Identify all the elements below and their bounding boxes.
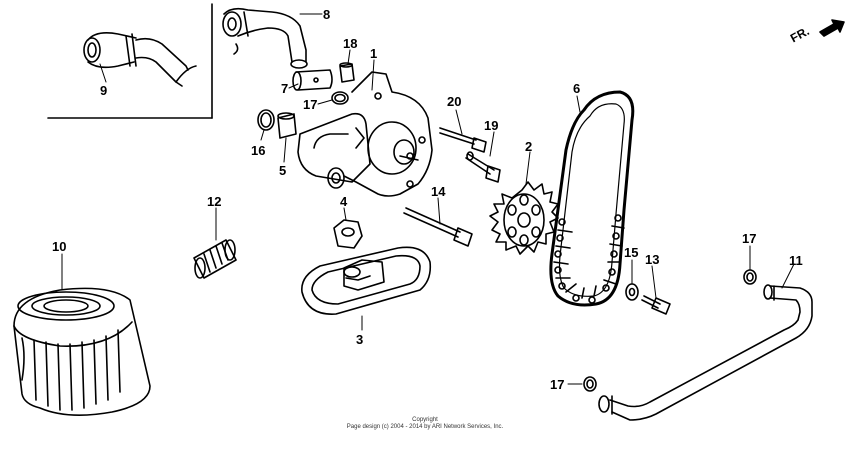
part-7-pipe[interactable]: [292, 69, 333, 91]
part-5-dowel[interactable]: [277, 112, 297, 139]
part-18-o-ring[interactable]: [331, 91, 349, 105]
callout-8[interactable]: 8: [323, 7, 331, 22]
callout-17-upper[interactable]: 17: [742, 231, 757, 246]
callout-15[interactable]: 15: [624, 245, 639, 260]
part-17-o-ring-lower[interactable]: [583, 376, 597, 392]
inset-frame: [47, 3, 213, 119]
front-arrow-icon: [819, 19, 845, 37]
callout-14[interactable]: 14: [431, 184, 446, 199]
part-14-bolt[interactable]: [403, 207, 473, 247]
callout-17-lower[interactable]: 17: [550, 377, 565, 392]
part-2-sprocket[interactable]: [489, 181, 559, 255]
part-6-chain[interactable]: [549, 90, 635, 307]
callout-6[interactable]: 6: [573, 81, 581, 96]
callout-5[interactable]: 5: [279, 163, 287, 178]
callout-11[interactable]: 11: [789, 253, 803, 268]
part-11-oil-pipe[interactable]: [598, 284, 813, 421]
callout-2[interactable]: 2: [525, 139, 533, 154]
part-9-elbow-pipe[interactable]: [83, 32, 197, 87]
part-13-bolt[interactable]: [641, 295, 671, 315]
part-19-dowel[interactable]: [339, 62, 355, 83]
callout-21[interactable]: 20: [447, 94, 462, 109]
callout-7[interactable]: 7: [281, 81, 289, 96]
part-16-o-ring[interactable]: [257, 109, 275, 131]
copyright-line-2: Page design (c) 2004 - 2014 by ARI Netwo…: [346, 424, 504, 430]
callout-4[interactable]: 4: [340, 194, 348, 209]
copyright-line-1: Copyright: [412, 417, 438, 423]
part-15-washer[interactable]: [625, 283, 639, 301]
callout-19[interactable]: 18: [343, 36, 358, 51]
part-4-nut[interactable]: [333, 219, 363, 249]
callout-10[interactable]: 10: [52, 239, 67, 254]
part-10-oil-filter[interactable]: [13, 287, 151, 416]
part-8-pipe[interactable]: [222, 7, 308, 69]
part-12-strainer[interactable]: [193, 239, 237, 279]
callout-16[interactable]: 16: [251, 143, 266, 158]
callout-12[interactable]: 12: [207, 194, 222, 209]
callout-18[interactable]: 17: [303, 97, 318, 112]
callout-9[interactable]: 9: [100, 83, 108, 98]
callout-1[interactable]: 1: [370, 46, 378, 61]
leader-lines: [61, 13, 795, 385]
callout-20[interactable]: 19: [484, 118, 499, 133]
part-3-strainer-plate[interactable]: [301, 246, 432, 315]
part-17-o-ring-upper[interactable]: [743, 269, 757, 285]
part-20-bolt[interactable]: [465, 151, 501, 183]
part-1-oil-pump[interactable]: [297, 71, 433, 197]
callout-3[interactable]: 3: [356, 332, 364, 347]
part-21-bolt[interactable]: [439, 127, 487, 153]
callout-13[interactable]: 13: [645, 252, 660, 267]
